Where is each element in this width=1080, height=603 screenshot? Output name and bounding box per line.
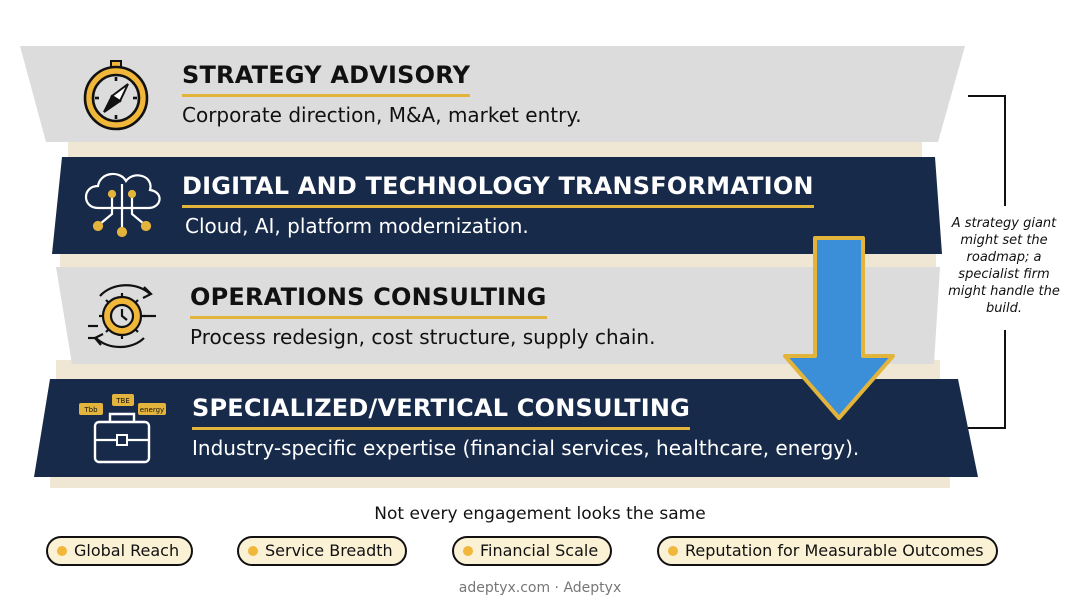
bullet-dot-icon [248, 546, 258, 556]
bullet-dot-icon [57, 546, 67, 556]
bracket-line-lower [968, 330, 1006, 429]
briefcase-tag-1: TBE [115, 397, 130, 405]
band-description: Process redesign, cost structure, supply… [190, 325, 656, 349]
pill-label: Service Breadth [265, 541, 393, 560]
pill-label: Global Reach [74, 541, 180, 560]
bullet-dot-icon [668, 546, 678, 556]
pill-label: Financial Scale [480, 541, 599, 560]
briefcase-tag-0: Tbb [83, 406, 98, 414]
band-title: DIGITAL AND TECHNOLOGY TRANSFORMATION [182, 172, 814, 208]
band-description: Corporate direction, M&A, market entry. [182, 103, 582, 127]
pill-service-breadth: Service Breadth [237, 536, 407, 566]
cloud-circuit-icon [84, 172, 161, 238]
band-description: Industry-specific expertise (financial s… [192, 436, 860, 460]
side-note: A strategy giant might set the roadmap; … [948, 216, 1060, 316]
down-arrow-icon [783, 236, 895, 420]
band-operations-consulting [56, 267, 940, 364]
bracket-line [968, 95, 1006, 206]
tagline: Not every engagement looks the same [374, 504, 706, 524]
pill-reputation: Reputation for Measurable Outcomes [657, 536, 998, 566]
band-title: OPERATIONS CONSULTING [190, 283, 547, 319]
gear-cycle-icon [88, 284, 156, 349]
compass-icon [83, 60, 149, 131]
band-title: SPECIALIZED/VERTICAL CONSULTING [192, 394, 691, 430]
pill-global-reach: Global Reach [46, 536, 194, 566]
bullet-dot-icon [463, 546, 473, 556]
band-description: Cloud, AI, platform modernization. [185, 214, 529, 238]
pill-financial-scale: Financial Scale [452, 536, 613, 566]
briefcase-icon: Tbb TBE energy [79, 394, 166, 464]
footer-credit: adeptyx.com · Adeptyx [458, 580, 622, 596]
briefcase-tag-2: energy [140, 406, 164, 414]
band-title: STRATEGY ADVISORY [182, 61, 471, 97]
pill-label: Reputation for Measurable Outcomes [685, 541, 984, 560]
band-strategy-advisory [20, 46, 965, 142]
